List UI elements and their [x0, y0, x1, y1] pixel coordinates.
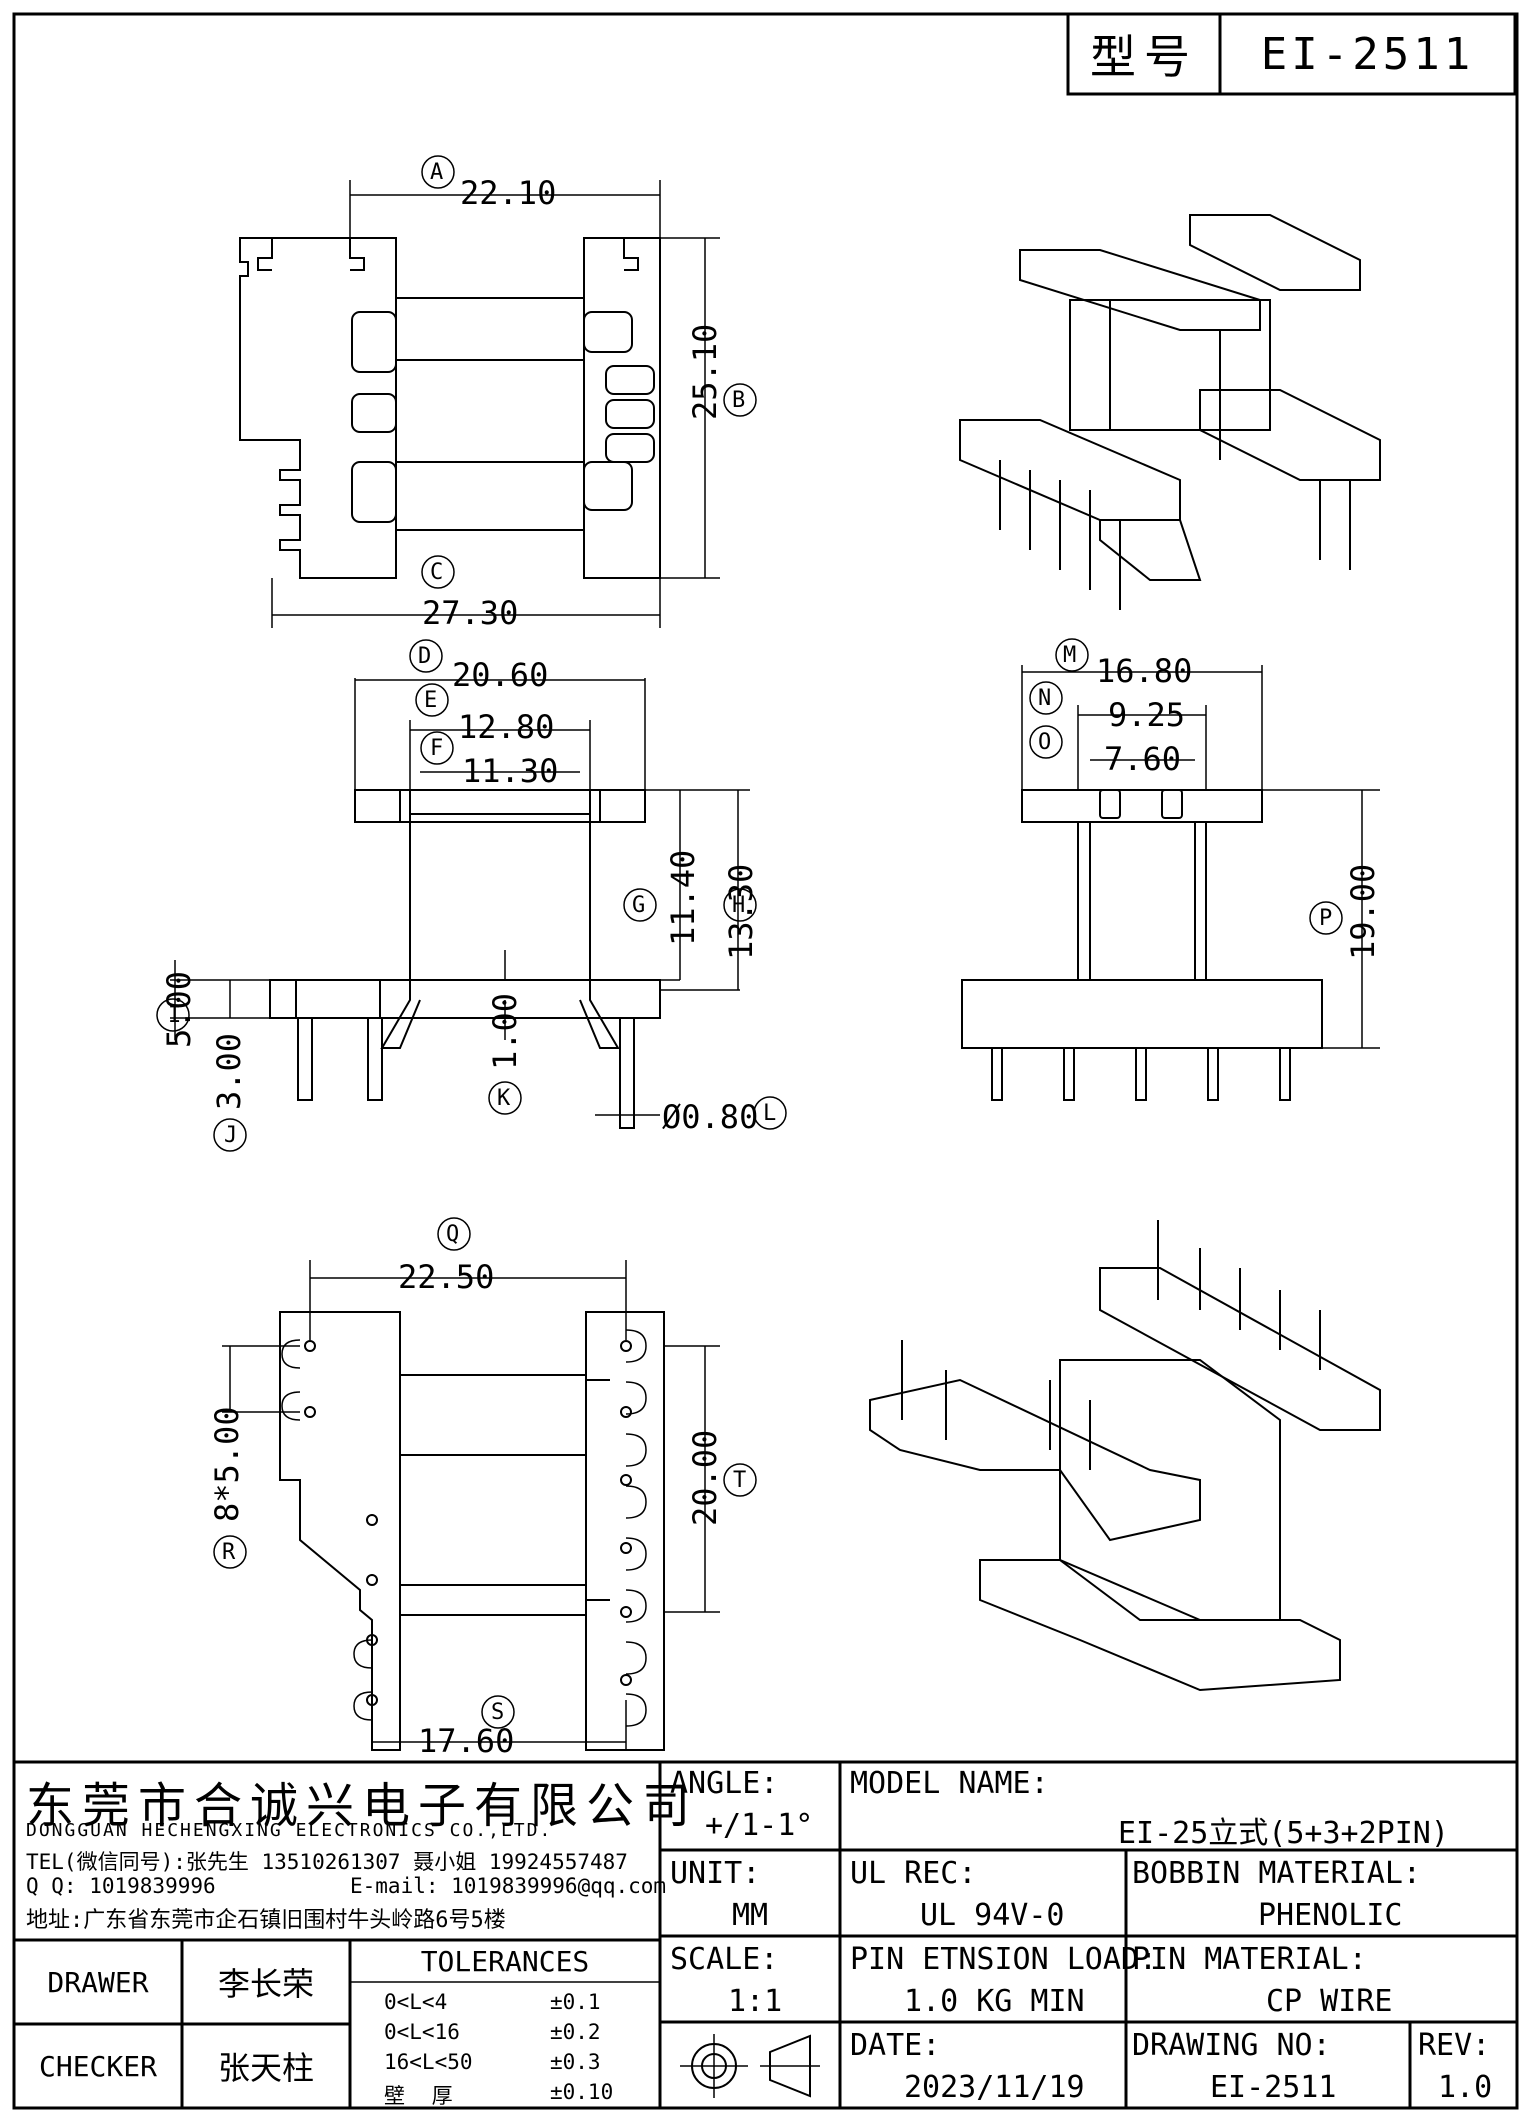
drawing-no-value: EI-2511 [1210, 2070, 1337, 2105]
dim-E: 12.80 [458, 708, 555, 746]
dim-letter-B: B [732, 388, 746, 413]
dim-C: 27.30 [422, 594, 519, 632]
front-view [170, 678, 750, 1129]
dim-Q: 22.50 [398, 1258, 495, 1296]
bobbin-material-value: PHENOLIC [1258, 1898, 1403, 1933]
dim-M: 16.80 [1096, 652, 1193, 690]
tolerance-value: ±0.2 [550, 2020, 601, 2044]
dim-S: 17.60 [418, 1722, 515, 1760]
rev-value: 1.0 [1438, 2070, 1493, 2105]
pin-material-value: CP WIRE [1266, 1984, 1393, 2019]
ul-rec-value: UL 94V-0 [920, 1898, 1065, 1933]
dim-H: 13.30 [722, 863, 760, 960]
dim-J: 3.00 [210, 1032, 248, 1110]
projection-symbol-icon [680, 2034, 820, 2098]
iso-view-bottom [869, 1220, 1381, 1692]
pin-tension-value: 1.0 KG MIN [904, 1984, 1085, 2019]
dim-letter-D: D [418, 644, 432, 669]
company-name-en: DONGGUAN HECHENGXING ELECTRONICS CO.,LTD… [26, 1820, 553, 1841]
dim-letter-L: L [763, 1101, 777, 1126]
company-tel: TEL(微信同号):张先生 13510261307 聂小姐 1992455748… [26, 1850, 628, 1874]
side-view [961, 665, 1380, 1101]
date-value: 2023/11/19 [904, 2070, 1085, 2105]
checker-label: CHECKER [38, 2049, 157, 2083]
tolerance-range: 0<L<16 [384, 2020, 460, 2044]
dim-letter-E: E [424, 688, 438, 713]
dim-letter-R: R [222, 1540, 236, 1565]
dim-letter-P: P [1319, 906, 1333, 931]
dim-letter-T: T [733, 1468, 747, 1493]
dim-D: 20.60 [452, 656, 549, 694]
model-name-label: MODEL NAME: [850, 1766, 1049, 1801]
tolerance-value: ±0.3 [550, 2050, 601, 2074]
dim-letter-H: H [732, 893, 746, 918]
pin-tension-label: PIN ETNSION LOAD: [850, 1942, 1158, 1977]
dim-F: 11.30 [462, 752, 559, 790]
date-label: DATE: [850, 2028, 941, 2063]
unit-value: MM [732, 1898, 769, 1933]
scale-value: 1:1 [728, 1984, 783, 2019]
dim-letter-G: G [632, 893, 646, 918]
dim-letter-M: M [1063, 643, 1077, 668]
company-name-cn: 东莞市合诚兴电子有限公司 [26, 1778, 699, 1834]
dim-P: 19.00 [1344, 863, 1382, 960]
company-email: E-mail: 1019839996@qq.com [350, 1874, 667, 1898]
dim-letter-N: N [1038, 686, 1052, 711]
rev-label: REV: [1418, 2028, 1491, 2063]
dim-I: 5.00 [160, 970, 198, 1048]
dim-letter-Q: Q [446, 1222, 460, 1247]
bottom-view [222, 1260, 720, 1751]
dim-letter-F: F [430, 736, 444, 761]
model-label: 型号 [1090, 30, 1198, 84]
company-address: 地址:广东省东莞市企石镇旧围村牛头岭路6号5楼 [26, 1908, 506, 1933]
ul-rec-label: UL REC: [850, 1856, 977, 1891]
dim-letter-I: I [168, 1003, 182, 1028]
tolerance-range: 壁 厚 [384, 2084, 463, 2108]
dim-letter-C: C [430, 560, 444, 585]
dim-letter-J: J [224, 1123, 238, 1148]
dim-T: 20.00 [686, 1429, 724, 1526]
unit-label: UNIT: [670, 1856, 761, 1891]
angle-label: ANGLE: [670, 1766, 779, 1801]
tolerance-range: 0<L<4 [384, 1990, 448, 2014]
dim-L: Ø0.80 [662, 1098, 759, 1136]
dim-letter-O: O [1038, 730, 1052, 755]
title-block-lines [14, 1760, 1517, 2108]
top-view [239, 180, 720, 628]
angle-value: +/1-1° [705, 1808, 814, 1843]
drawer-name: 李长荣 [217, 1965, 314, 2003]
tolerance-value: ±0.10 [550, 2080, 614, 2104]
pin-material-label: PIN MATERIAL: [1132, 1942, 1367, 1977]
tolerance-range: 16<L<50 [384, 2050, 473, 2074]
drawer-label: DRAWER [47, 1965, 149, 1999]
dim-N: 9.25 [1108, 696, 1186, 734]
drawing-no-label: DRAWING NO: [1132, 2028, 1331, 2063]
bobbin-material-label: BOBBIN MATERIAL: [1132, 1856, 1421, 1891]
dim-letter-S: S [491, 1700, 505, 1725]
dim-B: 25.10 [686, 323, 724, 420]
dim-letter-K: K [497, 1086, 511, 1111]
company-qq: Q Q: 1019839996 [26, 1874, 216, 1898]
dim-circles [156, 155, 1343, 1729]
tolerance-value: ±0.1 [550, 1990, 601, 2014]
dim-R: 8*5.00 [208, 1406, 246, 1522]
tolerances-title: TOLERANCES [420, 1944, 590, 1978]
dim-letter-A: A [430, 160, 444, 185]
dim-O: 7.60 [1104, 740, 1182, 778]
model-number: EI-2511 [1260, 28, 1475, 80]
model-name-value: EI-25立式(5+3+2PIN) [1118, 1816, 1449, 1851]
iso-view-top [959, 214, 1381, 610]
dim-G: 11.40 [664, 849, 702, 946]
checker-name: 张天柱 [217, 2049, 314, 2087]
scale-label: SCALE: [670, 1942, 779, 1977]
dim-K: 1.00 [486, 992, 524, 1070]
dim-A: 22.10 [460, 174, 557, 212]
